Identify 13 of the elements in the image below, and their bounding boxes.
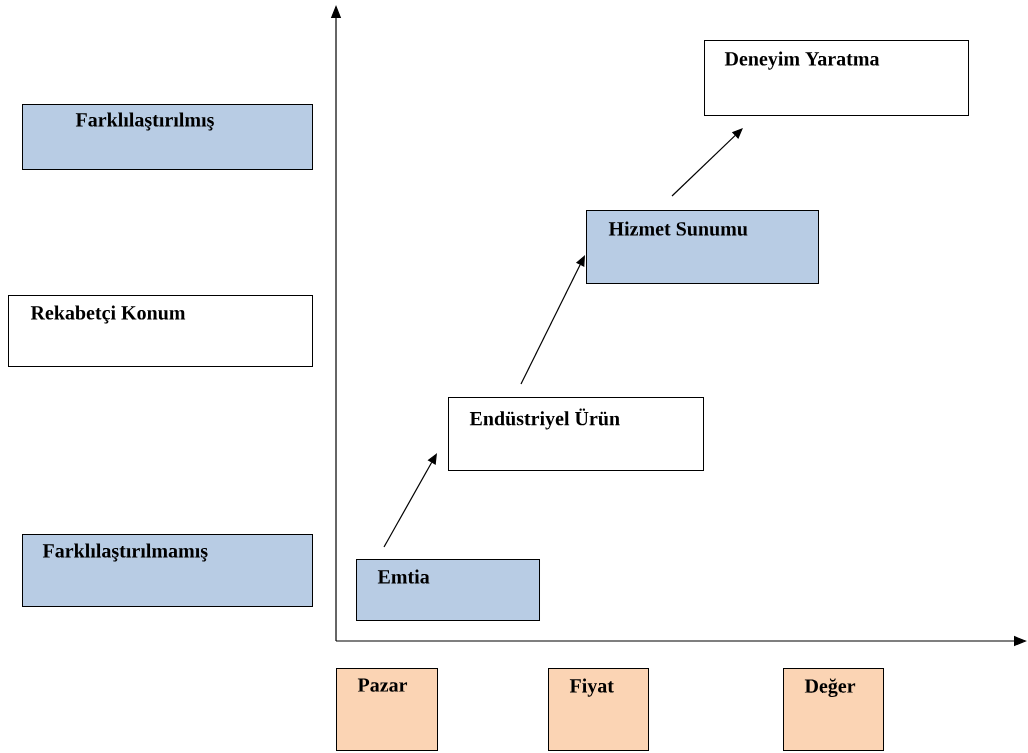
stage-box: Emtia [356,559,540,621]
factor-box: Pazar [336,668,438,751]
arrow [383,453,437,548]
factor-box: Fiyat [548,668,649,751]
category-box: Farklılaştırılmış [22,104,313,170]
stage-box: Endüstriyel Ürün [448,397,704,471]
category-box: Rekabetçi Konum [8,295,313,367]
stage-box: Hizmet Sunumu [586,210,819,284]
arrow [520,255,585,385]
factor-box: Değer [783,668,884,751]
stage-box: Deneyim Yaratma [704,40,969,116]
arrow [671,128,743,197]
category-box: Farklılaştırılmamış [22,534,313,607]
